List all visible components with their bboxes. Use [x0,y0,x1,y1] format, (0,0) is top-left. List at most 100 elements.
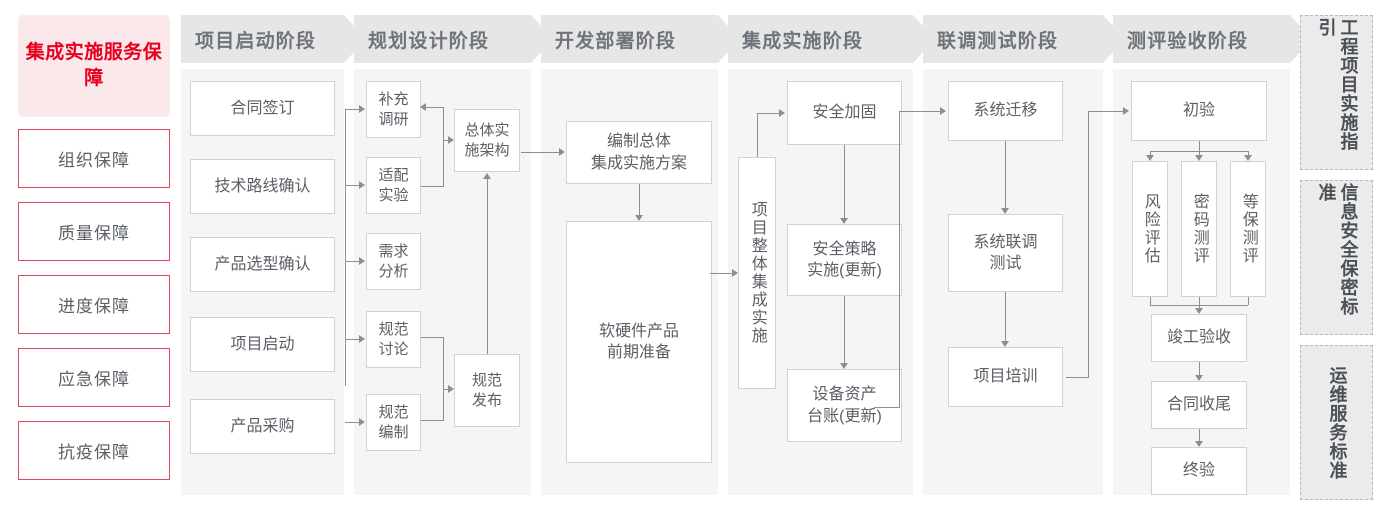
phase-column-4: 集成实施阶段 项目整体集成实施 安全加固 安全策略 实施(更新) 设备资产 台账… [710,15,935,495]
phase-column-1: 项目启动阶段 合同签订 技术路线确认 产品选型确认 项目启动 产品采购 [181,15,366,495]
node-cryptography-evaluation[interactable]: 密码测评 [1181,161,1217,297]
node-requirements-analysis[interactable]: 需求 分析 [366,233,421,290]
node-label: 密码测评 [1190,193,1208,265]
phase-title: 联调测试阶段 [937,30,1059,52]
node-adaptation-experiment[interactable]: 适配 实验 [366,157,421,214]
phase-column-6: 测评验收阶段 初验 风险评估 密码测评 等保测评 竣工验收 合同收尾 终验 [1066,15,1312,495]
connector-segment [345,261,360,262]
connector-segment [1199,141,1200,151]
node-project-kickoff[interactable]: 项目启动 [190,317,335,372]
sidebar-item-label: 应急保障 [58,370,130,389]
arrow-head [940,107,946,115]
arrow-head [359,181,365,189]
node-label: 系统迁移 [973,102,1038,120]
phase-header-5[interactable]: 联调测试阶段 [923,15,1125,63]
node-label: 项目启动 [230,335,295,353]
connector-segment [345,422,360,423]
phase-header-3[interactable]: 开发部署阶段 [541,15,740,63]
sidebar-header-label: 集成实施服务保障 [25,41,163,89]
sidebar-item-quality[interactable]: 质量保障 [18,202,170,261]
phase-column-5: 联调测试阶段 系统迁移 系统联调 测试 项目培训 [874,15,1125,495]
standard-item-ops-service-standard[interactable]: 运维服务标准 [1300,345,1373,500]
sidebar-item-epidemic[interactable]: 抗疫保障 [18,421,170,480]
standard-item-engineering-guideline[interactable]: 工程项目实施指引 [1300,15,1373,170]
node-label: 合同收尾 [1166,396,1231,414]
phase-title: 规划设计阶段 [368,30,490,52]
phase-header-6[interactable]: 测评验收阶段 [1113,15,1312,63]
sidebar-item-schedule[interactable]: 进度保障 [18,275,170,334]
node-label: 产品选型确认 [214,255,311,273]
node-hardware-software-preparation[interactable]: 软硬件产品 前期准备 [566,221,712,463]
node-label: 等保测评 [1239,193,1257,265]
arrow-head [732,269,738,277]
node-final-acceptance[interactable]: 终验 [1151,447,1247,495]
arrow-head [359,105,365,113]
node-label: 项目培训 [973,368,1038,386]
node-product-selection-confirm[interactable]: 产品选型确认 [190,237,335,292]
node-risk-assessment[interactable]: 风险评估 [1132,161,1168,297]
node-label: 产品采购 [230,417,295,435]
node-overall-implementation-architecture[interactable]: 总体实 施架构 [454,109,520,172]
node-overall-project-integration[interactable]: 项目整体集成实施 [738,157,776,389]
node-asset-ledger-update[interactable]: 设备资产 台账(更新) [787,369,902,442]
node-label: 技术路线确认 [214,177,311,195]
arrow-head [1001,208,1009,214]
arrow-head [1123,107,1129,115]
node-spec-drafting[interactable]: 规范 编制 [366,394,421,451]
connector-segment [844,296,845,363]
node-label: 初验 [1182,102,1215,120]
sidebar-item-emergency[interactable]: 应急保障 [18,348,170,407]
arrow-head [359,257,365,265]
node-mlps-evaluation[interactable]: 等保测评 [1230,161,1266,297]
node-security-policy-implementation[interactable]: 安全策略 实施(更新) [787,224,902,296]
connector-segment [1005,141,1006,208]
arrow-head [1195,308,1203,314]
connector-segment [487,179,488,354]
node-label: 系统联调 测试 [973,233,1038,272]
node-label: 规范 编制 [378,403,409,441]
phase-column-2: 规划设计阶段 补充 调研 适配 实验 需求 分析 规范 讨论 规范 编制 总体实… [345,15,553,495]
phase-body-5: 系统迁移 系统联调 测试 项目培训 [874,69,1103,495]
node-spec-discussion[interactable]: 规范 讨论 [366,311,421,368]
connector-segment [443,389,449,390]
arrow-head [559,148,565,156]
standard-item-infosec-standard[interactable]: 信息安全保密标准 [1300,180,1373,335]
connector-bus-vertical [345,109,346,386]
phase-header-2[interactable]: 规划设计阶段 [354,15,553,63]
connector-segment [443,337,444,420]
standard-label: 运维服务标准 [1327,365,1348,480]
node-contract-closure[interactable]: 合同收尾 [1151,381,1247,429]
connector-segment [1199,429,1200,441]
node-label: 终验 [1182,462,1215,480]
node-supplementary-research[interactable]: 补充 调研 [366,81,421,138]
node-label: 合同签订 [230,99,295,117]
node-project-training[interactable]: 项目培训 [948,347,1063,407]
connector-segment [421,186,444,187]
node-security-hardening[interactable]: 安全加固 [787,81,902,145]
connector-segment [421,107,444,108]
node-draft-overall-integration-plan[interactable]: 编制总体 集成实施方案 [566,121,712,184]
connector-segment [757,113,779,114]
arrow-head [1195,375,1203,381]
arrow-head [1244,155,1252,161]
phase-header-1[interactable]: 项目启动阶段 [181,15,366,63]
node-preliminary-acceptance[interactable]: 初验 [1131,81,1267,141]
arrow-head [840,218,848,224]
sidebar-item-organization[interactable]: 组织保障 [18,129,170,188]
connector-segment [1066,377,1089,378]
node-contract-signing[interactable]: 合同签订 [190,81,335,136]
node-system-joint-test[interactable]: 系统联调 测试 [948,214,1063,292]
connector-segment [899,111,900,408]
node-tech-route-confirm[interactable]: 技术路线确认 [190,159,335,214]
phase-header-4[interactable]: 集成实施阶段 [728,15,935,63]
right-sidebar: 工程项目实施指引 信息安全保密标准 运维服务标准 [1300,15,1373,510]
node-system-migration[interactable]: 系统迁移 [948,81,1063,141]
node-spec-release[interactable]: 规范 发布 [454,354,520,427]
phase-title: 开发部署阶段 [555,30,677,52]
arrow-head [483,173,491,179]
node-product-procurement[interactable]: 产品采购 [190,399,335,454]
node-completion-acceptance[interactable]: 竣工验收 [1151,314,1247,362]
arrow-head [779,109,785,117]
connector-segment [1199,151,1200,155]
